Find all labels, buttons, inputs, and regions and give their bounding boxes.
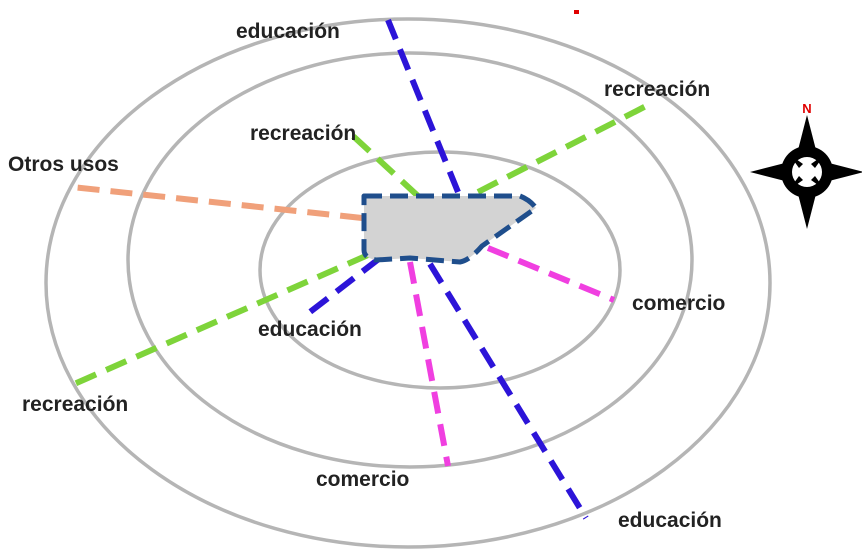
- label-recreacion-inner: recreación: [250, 122, 356, 145]
- north-label: N: [802, 101, 811, 116]
- compass-diag-sw: [789, 176, 803, 190]
- label-educacion-top: educación: [236, 20, 340, 43]
- compass-diag-nw: [789, 154, 803, 168]
- label-educacion-bottom-right: educación: [618, 509, 722, 532]
- comercio-line-bottom: [407, 261, 451, 467]
- label-otros-usos: Otros usos: [8, 153, 119, 176]
- compass-point-south: [798, 194, 816, 229]
- compass-rose-icon: N: [750, 101, 862, 229]
- recreacion-line-inner: [349, 132, 421, 199]
- otros-usos-line: [71, 184, 363, 221]
- site-polygon: [364, 196, 536, 262]
- red-mark: [574, 10, 579, 14]
- label-educacion-inner: educación: [258, 318, 362, 341]
- label-recreacion-bottom-left: recreación: [22, 393, 128, 416]
- middle-ring: [126, 51, 694, 469]
- outer-ring: [44, 17, 772, 549]
- compass-diag-ne: [811, 154, 825, 168]
- educacion-line-top: [385, 18, 461, 194]
- label-comercio-bottom: comercio: [316, 468, 409, 491]
- educacion-line-bottom-right: [427, 262, 589, 520]
- compass-point-west: [750, 163, 785, 181]
- educacion-line-inner: [308, 255, 382, 315]
- inner-ring: [258, 150, 622, 390]
- recreacion-line-top-right: [476, 100, 654, 195]
- influence-rings: [44, 17, 772, 549]
- label-recreacion-top-right: recreación: [604, 78, 710, 101]
- recreacion-line-bottom-left: [70, 252, 370, 388]
- compass-point-east: [829, 163, 862, 181]
- site-border: [361, 193, 539, 265]
- label-comercio-right: comercio: [632, 292, 725, 315]
- compass-diag-se: [811, 176, 825, 190]
- compass-point-north: [798, 115, 816, 150]
- labels: educación recreación recreación Otros us…: [8, 20, 725, 532]
- comercio-line-right: [486, 245, 616, 303]
- connector-lines: [70, 18, 654, 520]
